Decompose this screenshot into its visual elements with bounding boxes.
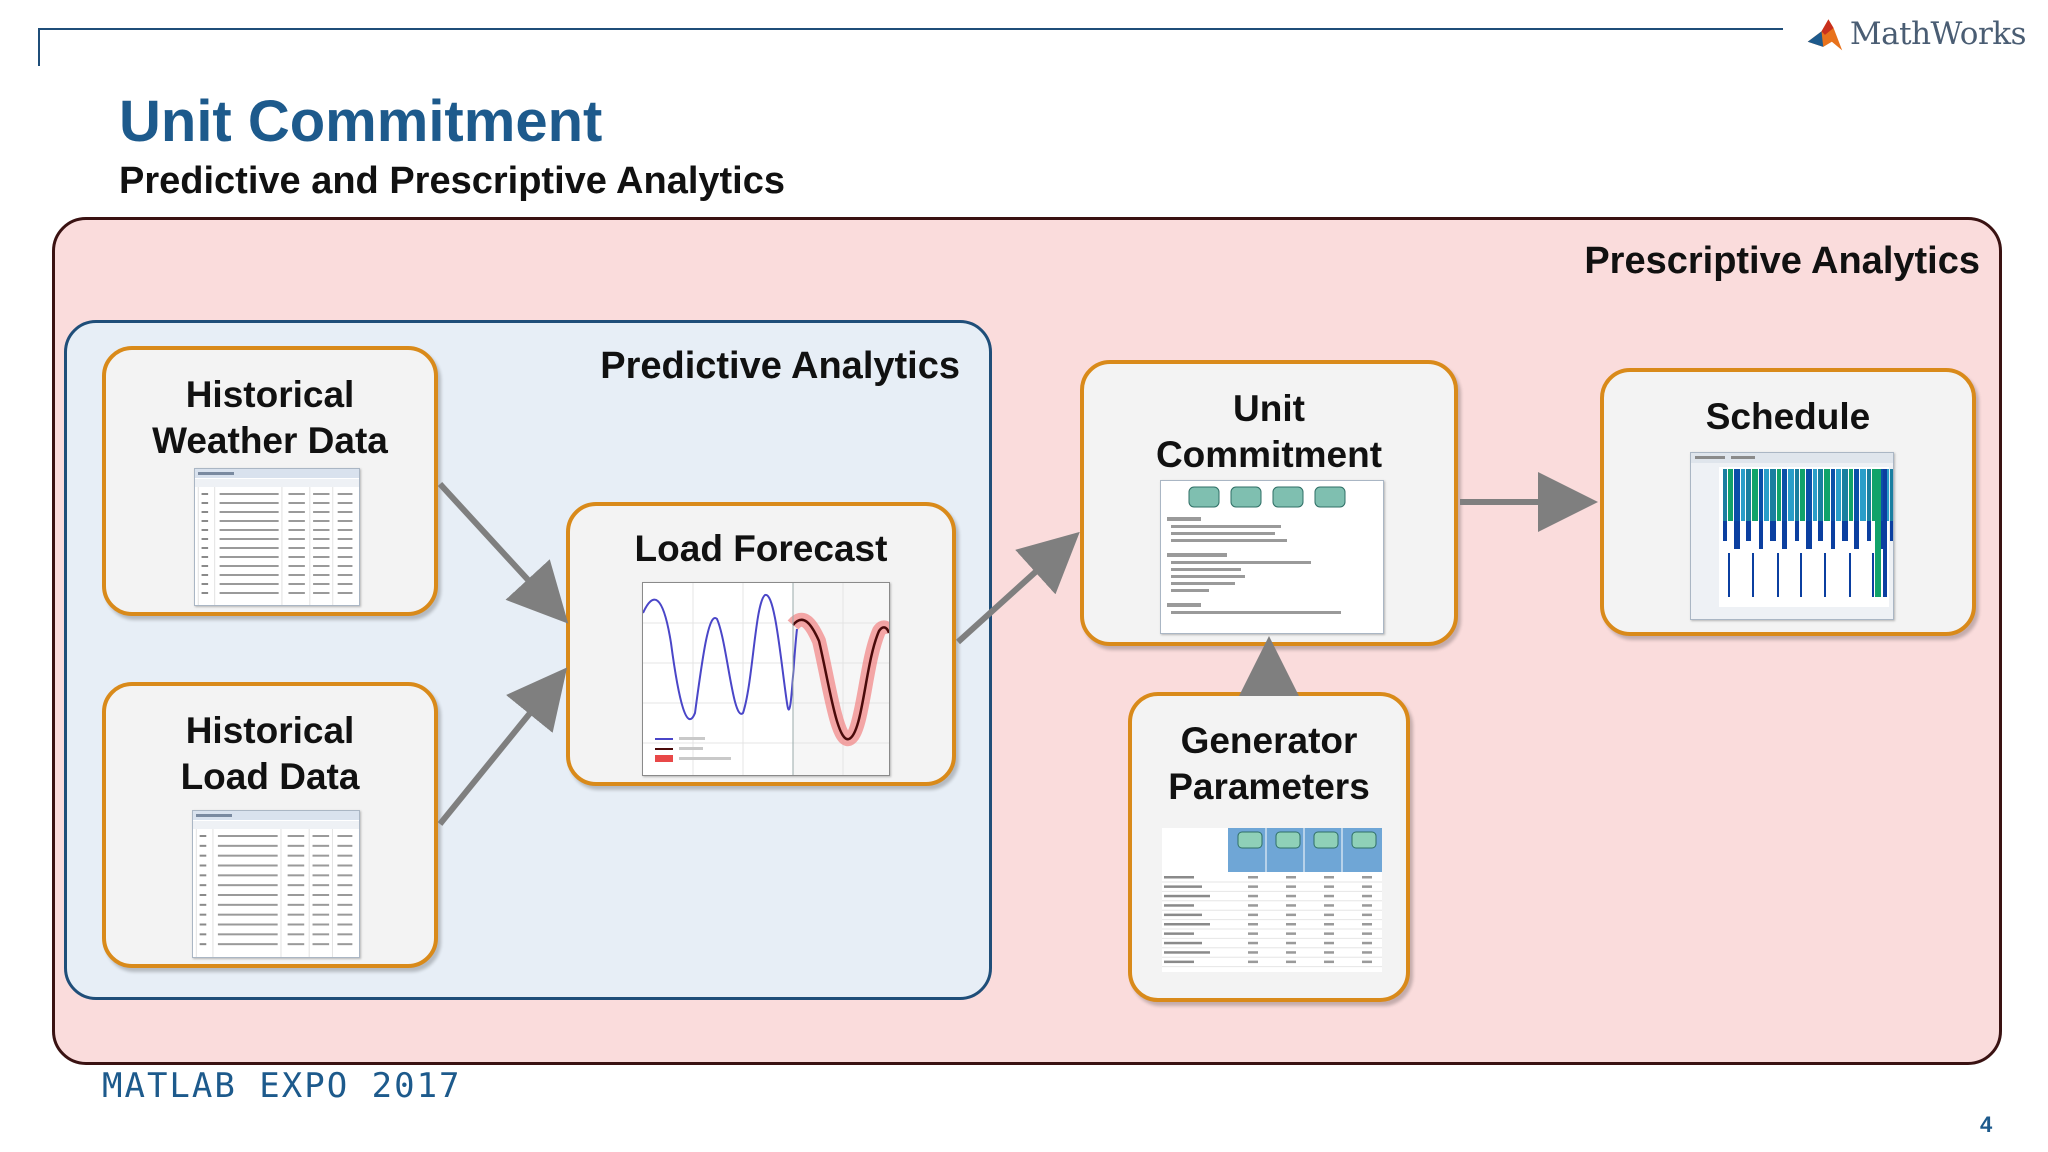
schedule-heatmap-icon [1690, 452, 1894, 620]
mathworks-logo: MathWorks [1806, 10, 2027, 58]
page-number: 4 [1980, 1112, 1993, 1137]
card-label-line1: Historical [185, 374, 355, 415]
page-subtitle: Predictive and Prescriptive Analytics [119, 160, 786, 202]
card-label-line1: Unit [1233, 388, 1305, 429]
card-label-line2: Weather Data [152, 420, 388, 461]
card-label: Load Forecast [634, 528, 888, 569]
mathworks-logo-text: MathWorks [1849, 16, 2027, 52]
table-thumbnail-icon [192, 810, 360, 958]
generator-parameters-card[interactable]: Generator Parameters [1128, 692, 1410, 1002]
card-label-line1: Generator [1180, 720, 1358, 761]
page-title: Unit Commitment [119, 89, 603, 154]
prescriptive-analytics-label: Prescriptive Analytics [1584, 240, 1980, 282]
predictive-analytics-label: Predictive Analytics [600, 345, 960, 387]
card-label-line2: Commitment [1155, 434, 1383, 475]
historical-weather-data-card[interactable]: Historical Weather Data [102, 346, 438, 616]
schedule-heatmap-graphic [1691, 453, 1893, 607]
equations-thumbnail-icon [1160, 480, 1384, 634]
card-label-line2: Parameters [1168, 766, 1370, 807]
parameters-table-icon [1162, 828, 1382, 972]
parameters-table-graphic [1162, 828, 1382, 968]
chart-legend [655, 737, 731, 762]
header-rule [38, 28, 1783, 30]
table-thumbnail-icon [194, 468, 360, 606]
forecast-chart-icon [642, 582, 890, 776]
card-label-line1: Historical [185, 710, 355, 751]
table-thumbnail-graphic [193, 811, 359, 957]
load-forecast-card[interactable]: Load Forecast [566, 502, 956, 786]
mathworks-logo-icon [1807, 19, 1843, 51]
equations-thumbnail-graphic [1167, 486, 1346, 614]
table-thumbnail-graphic [195, 469, 359, 605]
footer-brand: MATLAB EXPO 2017 [102, 1066, 462, 1106]
historical-load-data-card[interactable]: Historical Load Data [102, 682, 438, 968]
forecast-chart-graphic [643, 583, 889, 775]
header-tick [38, 28, 40, 66]
card-label: Schedule [1705, 396, 1871, 437]
unit-commitment-card[interactable]: Unit Commitment [1080, 360, 1458, 646]
schedule-card[interactable]: Schedule [1600, 368, 1976, 636]
card-label-line2: Load Data [180, 756, 360, 797]
